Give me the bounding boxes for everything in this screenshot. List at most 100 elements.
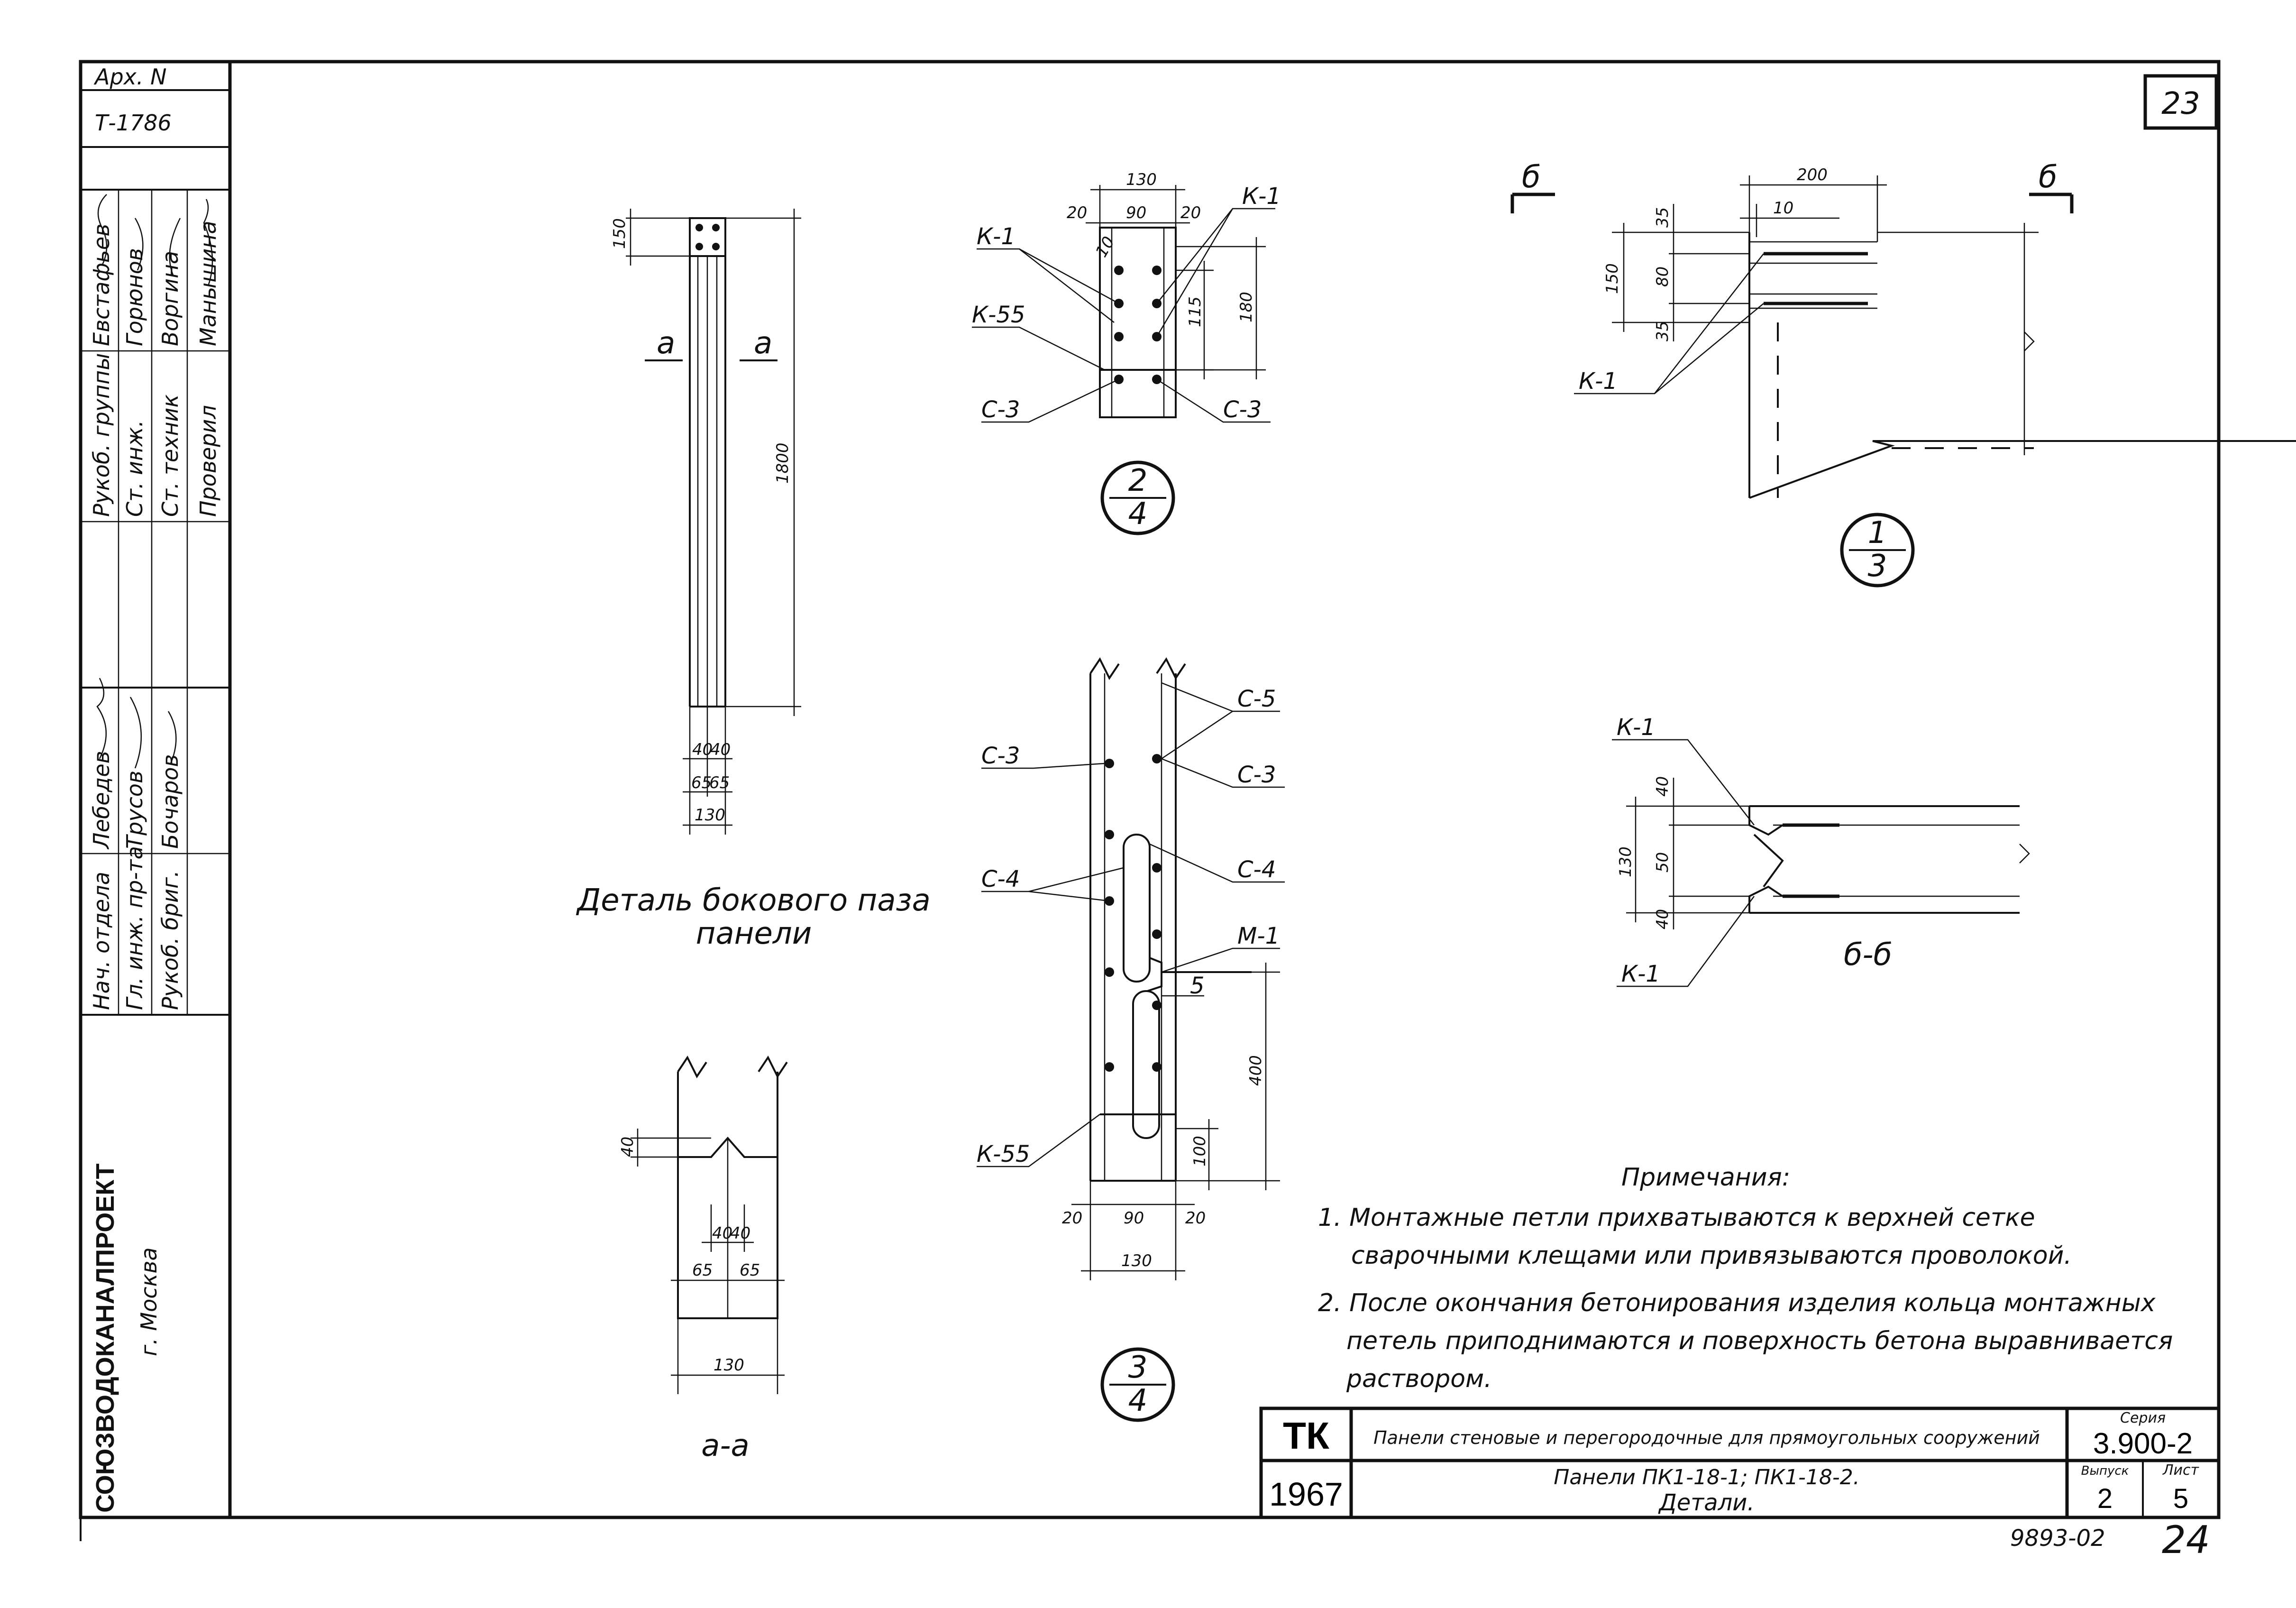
dim-side-groove-a: 40 bbox=[692, 740, 713, 759]
dim-1-3-top: 35 bbox=[1653, 207, 1672, 228]
note-line-1: 1. Монтажные петли прихватываются к верх… bbox=[1318, 1204, 2035, 1232]
section-mark-b-left: б bbox=[1522, 160, 1540, 195]
stamp-name-1: Лебедев bbox=[89, 751, 114, 850]
dim-3-4-total: 130 bbox=[1121, 1251, 1152, 1270]
dim-2-4-right: 20 bbox=[1180, 203, 1201, 222]
label-2-4-c3-left: С-3 bbox=[981, 396, 1020, 423]
dim-aa-depth: 40 bbox=[618, 1137, 637, 1157]
node-3-4: С-3 С-5 С-3 С-4 С-4 М-1 К-55 5 400 100 2… bbox=[977, 657, 1285, 1422]
dim-1-3-width: 200 bbox=[1797, 165, 1828, 184]
dim-3-4-left: 20 bbox=[1062, 1209, 1082, 1228]
stamp-name-2: Трусов bbox=[122, 771, 147, 849]
dim-3-4-loop: 400 bbox=[1246, 1055, 1265, 1086]
sheet-number: 23 bbox=[2161, 86, 2200, 121]
dim-1-3-ten: 10 bbox=[1773, 199, 1793, 218]
label-3-4-m1: М-1 bbox=[1237, 923, 1280, 949]
dim-2-4-left: 20 bbox=[1067, 203, 1087, 222]
note-line-2: сварочными клещами или привязываются про… bbox=[1351, 1241, 2072, 1270]
tb-org: ТК bbox=[1283, 1415, 1329, 1457]
label-2-4-k55: К-55 bbox=[972, 302, 1025, 328]
dim-aa-inner-b: 40 bbox=[730, 1224, 750, 1243]
label-3-4-c4-right: С-4 bbox=[1237, 856, 1276, 883]
dim-3-4-bottom: 100 bbox=[1190, 1136, 1209, 1167]
node-3-4-num: 3 bbox=[1128, 1350, 1148, 1385]
signature-scribble bbox=[167, 711, 177, 764]
tb-sheet-label: Лист bbox=[2162, 1462, 2200, 1479]
dim-side-groove-c: 65 bbox=[691, 773, 712, 792]
dim-bb-mid: 50 bbox=[1653, 852, 1672, 873]
sheet-number-box: 23 bbox=[2143, 74, 2218, 130]
dim-aa-half-b: 65 bbox=[740, 1261, 760, 1280]
section-mark-b-right: б bbox=[2039, 160, 2057, 195]
dim-3-4-mid: 90 bbox=[1124, 1209, 1144, 1228]
dim-3-4-five: 5 bbox=[1190, 973, 1205, 999]
sheet-number-bottom: 24 bbox=[2162, 1518, 2210, 1562]
node-1-3-den: 3 bbox=[1868, 549, 1887, 584]
dim-bb-top: 40 bbox=[1653, 776, 1672, 797]
label-bb-k1-bottom: К-1 bbox=[1621, 961, 1660, 987]
dim-bb-height: 130 bbox=[1616, 846, 1635, 877]
stamp-position-2: Гл. инж. пр-та bbox=[122, 846, 147, 1010]
dim-2-4-total: 130 bbox=[1126, 170, 1157, 189]
dim-2-4-inner: 115 bbox=[1186, 296, 1205, 327]
dim-side-groove-top: 150 bbox=[610, 218, 629, 249]
section-bb-title: б-б bbox=[1844, 937, 1892, 973]
dim-side-groove-width: 130 bbox=[695, 806, 725, 825]
dim-1-3-bot: 35 bbox=[1653, 321, 1672, 341]
stamp-position-5: Ст. инж. bbox=[122, 420, 147, 517]
side-groove-title-2: панели bbox=[696, 916, 812, 951]
dim-side-groove-d: 65 bbox=[709, 773, 730, 792]
tb-sheet: 5 bbox=[2173, 1483, 2188, 1514]
stamp-position-7: Проверил bbox=[195, 405, 221, 517]
stamp-name-7: Манышина bbox=[195, 221, 221, 346]
notes-title: Примечания: bbox=[1621, 1163, 1790, 1192]
label-2-4-k1-left: К-1 bbox=[977, 223, 1015, 250]
notes: Примечания: 1. Монтажные петли прихватыв… bbox=[1318, 1163, 2173, 1393]
label-3-4-k55: К-55 bbox=[977, 1141, 1030, 1167]
tb-title: Панели стеновые и перегородочные для пря… bbox=[1373, 1427, 2040, 1448]
archive-number: Т-1786 bbox=[95, 110, 172, 136]
side-groove-title-1: Деталь бокового паза bbox=[576, 883, 931, 918]
tb-series-label: Серия bbox=[2120, 1410, 2166, 1426]
sheet-frame bbox=[79, 60, 2221, 1541]
section-aa: 40 40 40 65 65 130 а-а bbox=[618, 1056, 788, 1463]
dim-1-3-height: 150 bbox=[1603, 263, 1622, 294]
node-2-4: 130 20 90 20 10 115 180 К-1 К-1 К-55 С-3… bbox=[972, 170, 1281, 535]
stamp-position-6: Ст. техник bbox=[157, 395, 183, 517]
stamp-name-3: Бочаров bbox=[157, 754, 183, 849]
dim-1-3-mid: 80 bbox=[1653, 266, 1672, 287]
node-3-4-den: 4 bbox=[1128, 1383, 1148, 1418]
label-bb-k1-top: К-1 bbox=[1617, 714, 1656, 741]
detail-side-groove: 150 1800 а а 40 40 65 65 130 Деталь боко… bbox=[576, 209, 931, 951]
signature-scribble bbox=[203, 199, 213, 285]
label-1-3-k1: К-1 bbox=[1579, 368, 1618, 395]
doc-code: 9893-02 bbox=[2010, 1525, 2105, 1552]
signature-scribble bbox=[134, 218, 144, 271]
dim-side-groove-b: 40 bbox=[710, 740, 731, 759]
dim-3-4-right: 20 bbox=[1185, 1209, 1206, 1228]
tb-issue: 2 bbox=[2097, 1483, 2113, 1514]
tb-series: 3.900-2 bbox=[2093, 1427, 2193, 1460]
section-mark-a-left: а bbox=[657, 326, 675, 361]
stamp-name-4: Евстафьев bbox=[89, 224, 114, 346]
note-line-4: петель приподнимаются и поверхность бето… bbox=[1346, 1327, 2173, 1355]
node-1-3: б б 200 10 150 35 80 35 К-1 1 3 bbox=[1510, 160, 2296, 588]
label-3-4-c5: С-5 bbox=[1237, 686, 1276, 712]
stamp-city: г. Москва bbox=[136, 1247, 162, 1356]
stamp-position-1: Нач. отдела bbox=[89, 872, 114, 1010]
node-1-3-num: 1 bbox=[1868, 515, 1887, 551]
label-2-4-k1-right: К-1 bbox=[1242, 183, 1281, 210]
note-line-5: раствором. bbox=[1346, 1365, 1492, 1393]
dim-aa-width: 130 bbox=[713, 1356, 744, 1375]
section-aa-title: а-а bbox=[701, 1428, 750, 1463]
label-3-4-c3-left: С-3 bbox=[981, 743, 1020, 769]
signature-scribble bbox=[97, 194, 108, 266]
stamp-organization: СОЮЗВОДОКАНАЛПРОЕКТ bbox=[91, 1163, 119, 1513]
node-2-4-num: 2 bbox=[1128, 463, 1148, 498]
label-2-4-c3-right: С-3 bbox=[1223, 396, 1262, 423]
node-2-4-den: 4 bbox=[1128, 496, 1148, 532]
dim-aa-half-a: 65 bbox=[692, 1261, 713, 1280]
tb-year: 1967 bbox=[1269, 1476, 1343, 1513]
note-line-3: 2. После окончания бетонирования изделия… bbox=[1318, 1289, 2156, 1317]
